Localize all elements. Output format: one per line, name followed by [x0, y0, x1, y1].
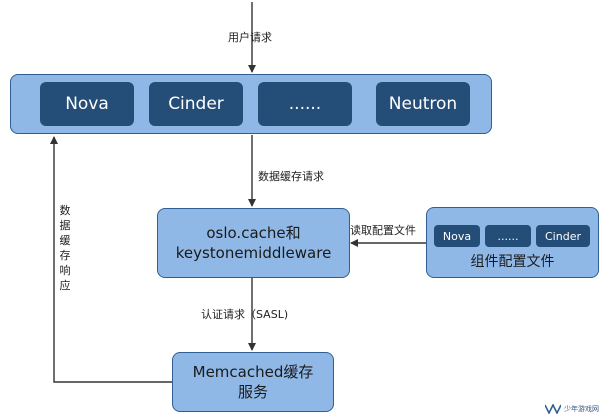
config-nova: Nova: [434, 225, 480, 247]
middleware-box: [157, 208, 350, 278]
user-request-label: 用户请求: [228, 31, 272, 44]
middleware-line1: oslo.cache和: [206, 224, 301, 242]
data-cache-response-label: 数据缓存响应: [58, 203, 72, 293]
watermark-logo-icon: [545, 404, 561, 414]
service-nova: Nova: [40, 82, 134, 126]
watermark-text: 少年游戏网: [564, 405, 599, 413]
service-ellipsis: ......: [258, 82, 352, 126]
data-cache-response-text: 数据缓存响应: [59, 204, 71, 292]
arrow-data-cache-response: [50, 136, 172, 383]
config-ellipsis: ......: [485, 225, 531, 247]
watermark: 少年游戏网: [545, 404, 599, 414]
read-config-label: 读取配置文件: [350, 224, 416, 237]
memcached-box: [172, 352, 334, 412]
middleware-line2: keystonemiddleware: [175, 244, 332, 262]
auth-request-label: 认证请求（SASL): [201, 308, 289, 321]
service-cinder: Cinder: [149, 82, 243, 126]
data-cache-request-label: 数据缓存请求: [258, 170, 324, 183]
service-neutron: Neutron: [376, 82, 470, 126]
config-box-label: 组件配置文件: [470, 254, 555, 270]
config-cinder: Cinder: [536, 225, 590, 247]
memcached-line2: 服务: [237, 383, 268, 401]
memcached-line1: Memcached缓存: [192, 363, 314, 381]
